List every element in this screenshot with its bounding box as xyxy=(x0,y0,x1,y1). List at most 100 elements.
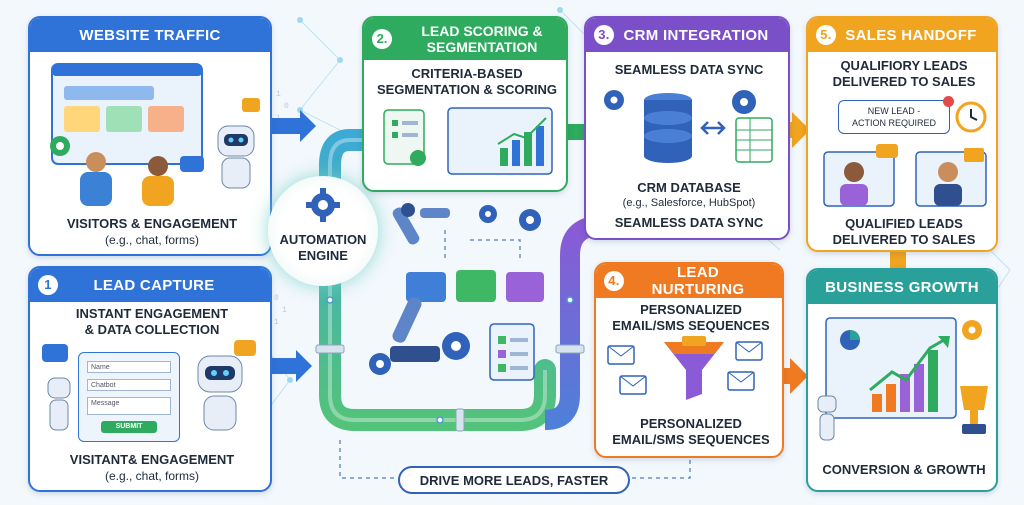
sales-handoff-subtitle-2: DELIVERED TO SALES xyxy=(832,74,976,89)
gear-icon xyxy=(369,353,391,375)
folder-icon xyxy=(506,272,544,302)
crm-integration-caption: SEAMLESS DATA SYNC xyxy=(614,215,764,230)
envelope-icon xyxy=(727,371,755,391)
automation-engine: AUTOMATION ENGINE xyxy=(268,176,378,286)
robot-icon xyxy=(47,377,71,431)
robot-icon xyxy=(217,125,255,189)
lead-capture-title: LEAD CAPTURE xyxy=(93,276,215,294)
close-icon[interactable] xyxy=(943,96,954,107)
chat-bubble-icon xyxy=(242,98,260,112)
gear-icon xyxy=(604,90,624,110)
sales-handoff-card: 5. SALES HANDOFF QUALIFIORY LEADS DELIVE… xyxy=(806,16,998,252)
alert-line-2: ACTION REQUIRED xyxy=(851,118,936,128)
database-icon xyxy=(644,93,692,163)
website-traffic-caption: VISITORS & ENGAGEMENT xyxy=(66,216,238,231)
crm-illustration xyxy=(604,90,773,163)
gear-icon xyxy=(306,188,340,222)
sales-handoff-title: SALES HANDOFF xyxy=(845,26,977,44)
envelope-icon xyxy=(607,345,635,365)
robot-icon xyxy=(817,395,837,441)
step-number-badge: 4. xyxy=(604,271,624,291)
lead-nurturing-card: 4. LEAD NURTURING PERSONALIZED EMAIL/SMS… xyxy=(594,262,784,458)
new-lead-alert: NEW LEAD - ACTION REQUIRED xyxy=(838,96,954,134)
alert-line-1: NEW LEAD - xyxy=(867,106,921,116)
website-traffic-caption-sub: (e.g., chat, forms) xyxy=(104,233,200,247)
step-number-badge: 2. xyxy=(372,29,392,49)
arrow-traffic-to-engine xyxy=(272,110,316,142)
engine-label-1: AUTOMATION xyxy=(279,232,367,247)
business-growth-card: BUSINESS GROWTH CONVERSION & GROWTH xyxy=(806,268,998,492)
folder-icon xyxy=(456,270,496,302)
clock-icon xyxy=(955,101,987,133)
bar-chart-icon xyxy=(447,107,553,175)
trophy-icon xyxy=(960,386,988,434)
gear-icon xyxy=(732,90,756,114)
business-growth-caption: CONVERSION & GROWTH xyxy=(822,462,986,477)
form-field-message[interactable]: Message xyxy=(87,397,171,415)
crm-integration-title: CRM INTEGRATION xyxy=(623,26,769,44)
envelope-icon xyxy=(619,375,647,395)
lead-scoring-subtitle-2: SEGMENTATION & SCORING xyxy=(376,82,558,97)
clipboard-icon xyxy=(383,109,426,166)
video-call-tile xyxy=(823,151,895,207)
spreadsheet-icon xyxy=(735,117,773,163)
sales-handoff-caption-2: DELIVERED TO SALES xyxy=(832,232,976,247)
step-number-badge: 5. xyxy=(816,25,836,45)
gear-icon xyxy=(962,320,982,340)
lead-capture-caption: VISITANT& ENGAGEMENT xyxy=(69,452,235,467)
svg-text:0: 0 xyxy=(284,102,289,111)
chat-bubble-icon xyxy=(876,144,898,158)
lead-nurturing-subtitle-1: PERSONALIZED xyxy=(640,302,742,317)
visitor-person-icon xyxy=(142,156,174,206)
chat-bubble-icon xyxy=(42,344,68,362)
chat-bubble-icon xyxy=(180,156,204,172)
sales-handoff-caption-1: QUALIFIED LEADS xyxy=(845,216,963,231)
sync-arrows-icon xyxy=(700,121,726,135)
robotic-arm-icon xyxy=(390,297,440,362)
form-field-name[interactable]: Name xyxy=(87,361,171,373)
svg-text:1: 1 xyxy=(276,90,281,99)
lead-capture-caption-sub: (e.g., chat, forms) xyxy=(104,469,200,483)
gear-icon xyxy=(479,205,497,223)
lead-nurturing-caption-1: PERSONALIZED xyxy=(640,416,742,431)
funnel-icon xyxy=(664,336,724,400)
website-traffic-title: WEBSITE TRAFFIC xyxy=(30,18,270,52)
business-growth-title: BUSINESS GROWTH xyxy=(808,270,996,304)
lead-scoring-card: 2. LEAD SCORING & SEGMENTATION CRITERIA-… xyxy=(362,16,568,192)
envelope-icon xyxy=(964,148,984,162)
growth-illustration xyxy=(817,317,988,441)
submit-button[interactable]: SUBMIT xyxy=(101,421,157,433)
video-call-tile xyxy=(915,151,987,207)
gear-icon xyxy=(442,332,470,360)
robotic-factory-illustration xyxy=(369,203,544,381)
lead-nurturing-subtitle-2: EMAIL/SMS SEQUENCES xyxy=(612,318,770,333)
lead-nurturing-caption-2: EMAIL/SMS SEQUENCES xyxy=(612,432,770,447)
lead-scoring-title-1: LEAD SCORING & xyxy=(421,23,543,39)
drive-more-leads-tagline: DRIVE MORE LEADS, FASTER xyxy=(398,466,630,494)
lead-capture-illustration xyxy=(42,340,256,431)
svg-text:0: 0 xyxy=(274,294,279,303)
sales-handoff-subtitle-1: QUALIFIORY LEADS xyxy=(840,58,968,73)
svg-text:1: 1 xyxy=(282,306,287,315)
form-field-chatbot[interactable]: Chatbot xyxy=(87,379,171,391)
folder-icon xyxy=(406,272,446,302)
crm-database-label: CRM DATABASE xyxy=(637,180,741,195)
crm-integration-card: 3. CRM INTEGRATION SEAMLESS DATA SYNC CR… xyxy=(584,16,790,240)
arrow-crm-to-handoff xyxy=(774,112,810,148)
sales-team-illustration xyxy=(823,144,987,207)
engine-label-2: ENGINE xyxy=(298,248,348,263)
step-number-badge: 1 xyxy=(38,275,58,295)
website-traffic-illustration xyxy=(50,63,260,206)
website-traffic-card: WEBSITE TRAFFIC VISITORS & ENGAGEMENT (e… xyxy=(28,16,272,256)
bar-chart-icon xyxy=(825,317,957,419)
gear-icon xyxy=(50,136,70,156)
visitor-person-icon xyxy=(80,152,112,206)
nurturing-funnel-illustration xyxy=(607,336,763,400)
envelope-icon xyxy=(735,341,763,361)
gear-icon xyxy=(519,209,541,231)
arrow-capture-to-engine xyxy=(272,350,312,382)
lead-nurturing-title: LEAD NURTURING xyxy=(651,264,745,298)
chat-bubble-icon xyxy=(234,340,256,356)
robotic-arm-icon xyxy=(392,203,450,245)
svg-text:1: 1 xyxy=(274,318,279,327)
